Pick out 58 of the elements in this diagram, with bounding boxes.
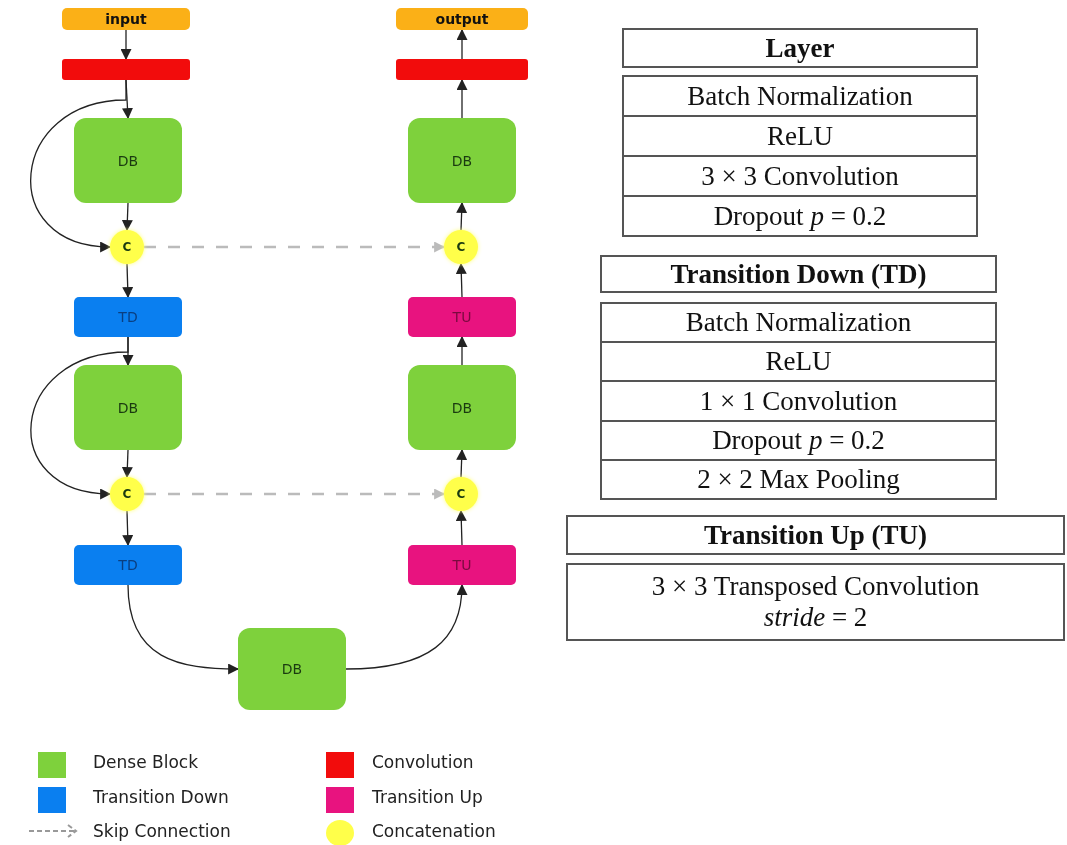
block-box: DB bbox=[74, 365, 182, 450]
layer-table bbox=[600, 302, 997, 500]
arrow bbox=[121, 202, 133, 232]
block-box: DB bbox=[238, 628, 346, 710]
concat-circle: C bbox=[110, 477, 144, 511]
table-row: 1 × 1 Convolution bbox=[602, 380, 995, 420]
table-row-text: stride = 2 bbox=[762, 602, 869, 633]
arrow bbox=[30, 79, 127, 252]
block-box: DB bbox=[408, 365, 516, 450]
table-row: ReLU bbox=[624, 115, 976, 155]
arrow bbox=[456, 78, 468, 119]
arrow bbox=[456, 448, 468, 478]
arrow bbox=[30, 336, 129, 499]
legend-label: Concatenation bbox=[372, 821, 496, 841]
arrow bbox=[456, 201, 468, 231]
block-box: TU bbox=[408, 297, 516, 337]
arrow bbox=[456, 335, 468, 366]
io-label: output bbox=[396, 8, 528, 30]
concat-circle: C bbox=[110, 230, 144, 264]
table-row-text: Batch Normalization bbox=[684, 306, 913, 340]
block-box: DB bbox=[74, 118, 182, 203]
block-box: TD bbox=[74, 297, 182, 337]
table-row: 2 × 2 Max Pooling bbox=[602, 458, 995, 498]
skip-arrow bbox=[144, 241, 446, 253]
table-header: Transition Up (TU) bbox=[566, 515, 1065, 555]
arrow bbox=[345, 583, 467, 670]
legend-label: Convolution bbox=[372, 752, 474, 772]
arrow bbox=[455, 509, 467, 546]
arrow bbox=[120, 29, 132, 61]
layer-table bbox=[622, 75, 978, 237]
arrow bbox=[121, 449, 133, 479]
table-header: Layer bbox=[622, 28, 978, 68]
block-box: TU bbox=[408, 545, 516, 585]
arrow bbox=[122, 510, 134, 547]
arrow bbox=[127, 584, 240, 675]
io-label: input bbox=[62, 8, 190, 30]
legend-label: Transition Down bbox=[93, 787, 229, 807]
legend-label: Skip Connection bbox=[93, 821, 231, 841]
arrow bbox=[455, 262, 467, 298]
block-box: TD bbox=[74, 545, 182, 585]
table-row: Dropout p = 0.2 bbox=[602, 419, 995, 459]
table-row: ReLU bbox=[602, 341, 995, 381]
block-box: DB bbox=[408, 118, 516, 203]
table-header: Transition Down (TD) bbox=[600, 255, 997, 293]
concat-circle: C bbox=[444, 477, 478, 511]
skip-arrow bbox=[144, 488, 446, 500]
table-row: 3 × 3 Convolution bbox=[624, 155, 976, 195]
table-row-text: 3 × 3 Transposed Convolution bbox=[650, 571, 981, 602]
arrow bbox=[456, 28, 468, 60]
legend-label: Dense Block bbox=[93, 752, 199, 772]
arrow bbox=[122, 263, 134, 299]
layer-table bbox=[566, 563, 1065, 641]
legend-label: Transition Up bbox=[372, 787, 483, 807]
convolution-bar bbox=[62, 59, 190, 80]
table-row-text: Batch Normalization bbox=[686, 79, 914, 113]
convolution-bar bbox=[396, 59, 528, 80]
table-row: Dropout p = 0.2 bbox=[624, 195, 976, 235]
concat-circle: C bbox=[444, 230, 478, 264]
